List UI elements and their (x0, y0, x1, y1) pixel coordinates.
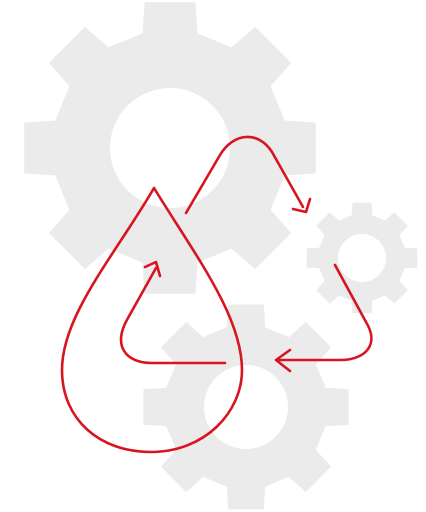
gear-hole (110, 88, 230, 208)
gears-background (24, 2, 417, 509)
large-gear-icon (24, 2, 316, 294)
small-gear-icon (307, 203, 417, 313)
gear-hole (338, 234, 386, 282)
bottom-gear-icon (144, 305, 349, 510)
gear-hole (204, 365, 288, 449)
